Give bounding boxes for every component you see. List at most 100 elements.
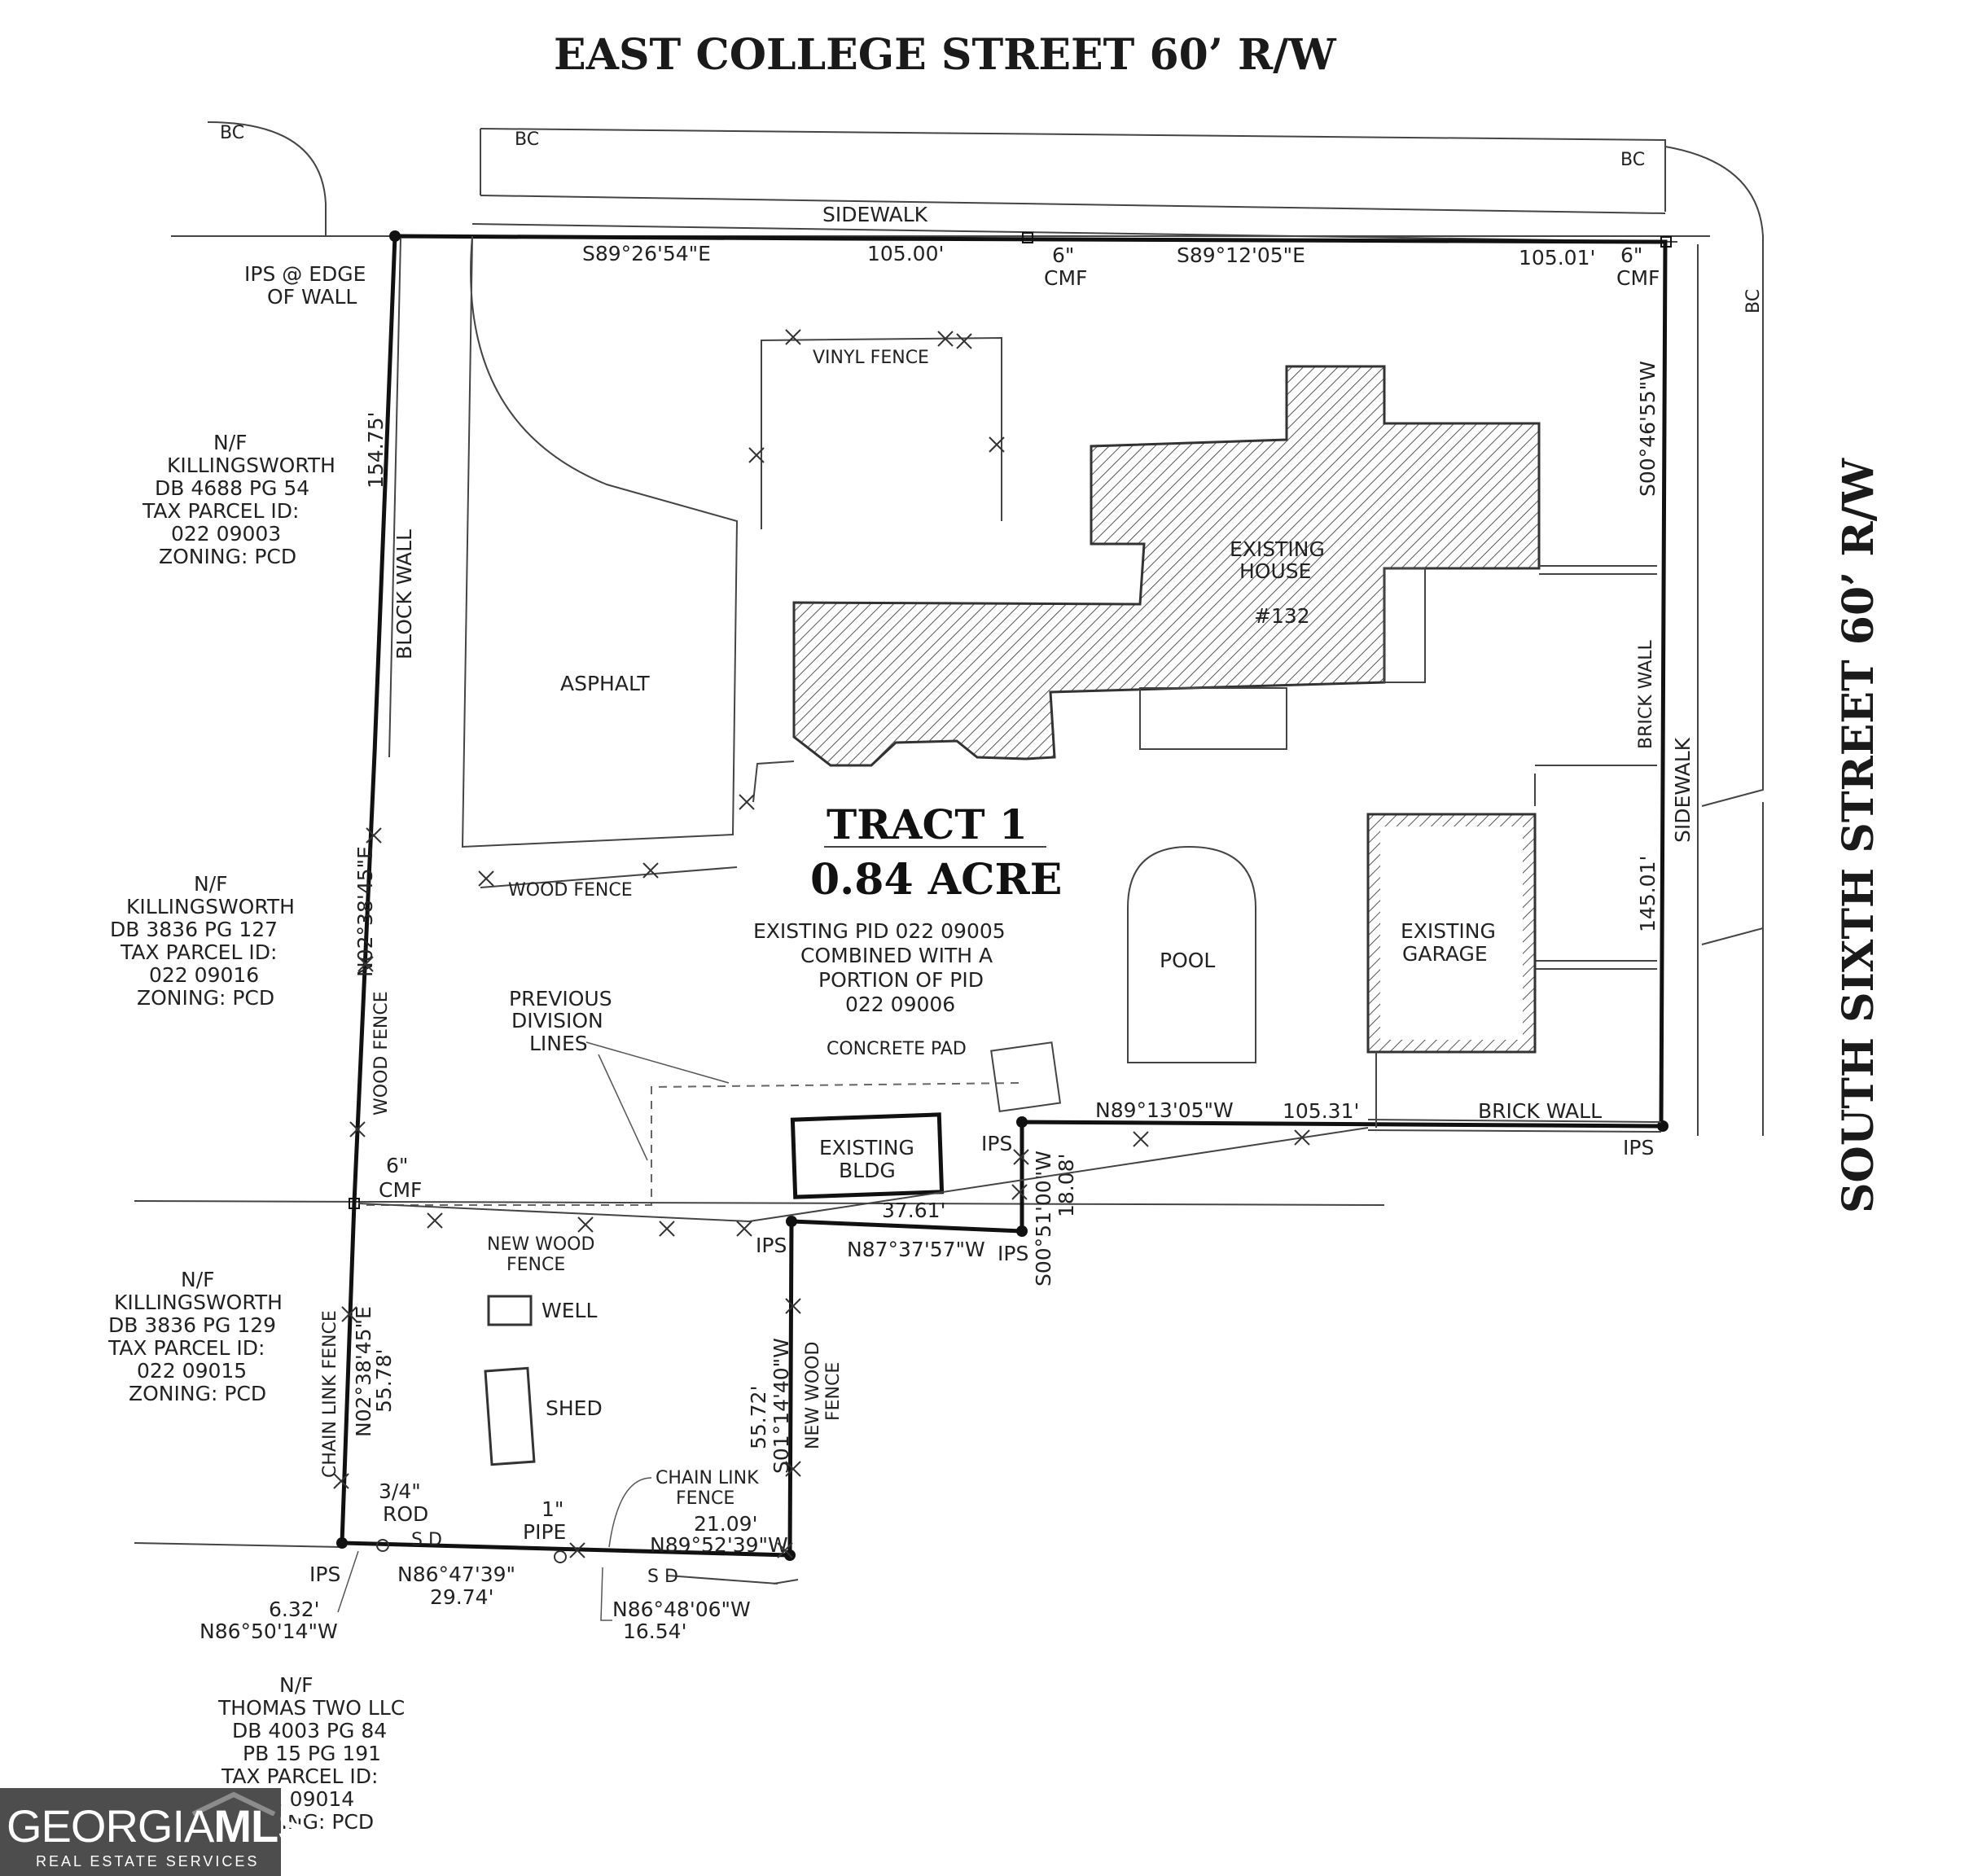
cmf-west-b: CMF [379, 1178, 422, 1202]
previous-label-2: DIVISION [511, 1009, 603, 1032]
rod-label-1: 3/4" [379, 1479, 421, 1503]
new-wood-fence-label-1: NEW WOOD [487, 1234, 594, 1255]
new-wood-fence-label-2: FENCE [506, 1255, 565, 1275]
street-curbs [134, 121, 1764, 1585]
neighbor-3-line-5: 022 09015 [137, 1359, 247, 1383]
bearing-bottom-b: N86°48'06"W [612, 1598, 751, 1621]
brick-wall-south [1367, 1119, 1662, 1133]
pool [1127, 845, 1256, 1063]
bearing-bottom-d: N86°50'14"W [200, 1620, 338, 1643]
neighbor-3-line-3: DB 3836 PG 129 [108, 1313, 276, 1337]
distance-step-h: 37.61' [882, 1199, 945, 1222]
asphalt-outline [461, 235, 739, 848]
bottom-d-leader [337, 1550, 359, 1613]
chain-link-label-2: FENCE [676, 1488, 734, 1509]
bc-label-nw: BC [220, 123, 244, 143]
wood-fence-west: WOOD FENCE [371, 991, 392, 1116]
new-wood-fence-v-1: NEW WOOD [803, 1342, 823, 1449]
neighbor-3-line-1: N/F [181, 1268, 215, 1291]
garage-label-2: GARAGE [1402, 942, 1488, 966]
bearing-north-1: S89°26'54"E [582, 242, 711, 265]
tract-desc-3: PORTION OF PID [818, 968, 984, 992]
georgia-mls-logo: GEORGIAMLS REAL ESTATE SERVICES [0, 1788, 309, 1876]
bearing-step-v: S00°51'00"W [1032, 1151, 1055, 1286]
block-wall-label: BLOCK WALL [392, 529, 416, 660]
tract-desc-1: EXISTING PID 022 09005 [753, 919, 1006, 943]
neighbor-2-line-4: TAX PARCEL ID: [120, 940, 277, 964]
neighbor-4-line-5: TAX PARCEL ID: [221, 1764, 378, 1788]
chain-link-west: CHAIN LINK FENCE [320, 1310, 340, 1478]
house-walk [752, 760, 795, 803]
sd-label-1: S D [411, 1530, 442, 1550]
neighbor-parcel-2: N/F KILLINGSWORTH DB 3836 PG 127 TAX PAR… [110, 872, 295, 1010]
east-street-title: SOUTH SIXTH STREET 60’ R/W [1834, 457, 1883, 1213]
block-wall [388, 237, 401, 758]
distance-step-v: 18.08' [1055, 1154, 1078, 1217]
wood-fence-label: WOOD FENCE [508, 880, 633, 901]
pipe-label-1: 1" [542, 1497, 563, 1521]
vinyl-fence [761, 336, 1002, 529]
neighbor-3-line-4: TAX PARCEL ID: [107, 1336, 265, 1360]
existing-building [790, 1112, 945, 1199]
sidewalk-label-north: SIDEWALK [822, 203, 928, 226]
new-wood-fence-south [357, 1127, 1369, 1223]
brick-wall-label-east: BRICK WALL [1636, 639, 1656, 749]
house-label-3: #132 [1254, 604, 1310, 628]
asphalt-label: ASPHALT [560, 672, 650, 695]
tract-area: 0.84 ACRE [810, 855, 1062, 905]
neighbor-1-line-4: TAX PARCEL ID: [142, 499, 299, 523]
bc-label-n2: BC [1620, 150, 1645, 170]
ips-step-1: IPS [981, 1132, 1012, 1155]
neighbor-parcel-1: N/F KILLINGSWORTH DB 4688 PG 54 TAX PARC… [142, 431, 335, 568]
tract-desc-4: 022 09006 [845, 993, 955, 1016]
neighbor-4-line-3: DB 4003 PG 84 [232, 1719, 387, 1742]
bearing-west-lower: N02°38'45"E [352, 1306, 375, 1437]
distance-south-mid: 105.31' [1283, 1099, 1359, 1123]
neighbor-parcel-4: N/F THOMAS TWO LLC DB 4003 PG 84 PB 15 P… [217, 1673, 405, 1834]
neighbor-2-line-2: KILLINGSWORTH [126, 895, 295, 918]
neighbor-2-line-3: DB 3836 PG 127 [110, 918, 278, 941]
neighbor-3-line-6: ZONING: PCD [129, 1382, 266, 1405]
ips-edge-b: OF WALL [267, 285, 357, 309]
logo-brand-b: MLS [213, 1800, 308, 1852]
ips-edge-a: IPS @ EDGE [244, 262, 366, 286]
distance-bottom-d: 6.32' [269, 1598, 320, 1621]
sidewalk-label-east: SIDEWALK [1671, 737, 1695, 843]
well [487, 1295, 533, 1326]
distance-west-upper: 154.75' [364, 412, 388, 489]
pool-label: POOL [1160, 949, 1215, 972]
neighbor-1-line-2: KILLINGSWORTH [167, 454, 335, 477]
neighbor-1-line-1: N/F [213, 431, 248, 454]
previous-label-3: LINES [529, 1032, 588, 1055]
new-wood-fence-v-2: FENCE [823, 1362, 844, 1421]
cmf-label-ne-b: CMF [1616, 266, 1660, 290]
distance-bottom-a: 21.09' [694, 1512, 757, 1536]
neighbor-1-line-3: DB 4688 PG 54 [155, 476, 309, 500]
bc-label-e: BC [1743, 289, 1764, 313]
well-label: WELL [542, 1299, 597, 1322]
bearing-east: S00°46'55"W [1636, 361, 1660, 497]
existing-house [792, 365, 1541, 767]
previous-leader [585, 1041, 730, 1161]
north-street-title: EAST COLLEGE STREET 60’ R/W [554, 30, 1337, 80]
bearing-bottom-a: N89°52'39"W [650, 1533, 788, 1557]
distance-north-1: 105.00' [867, 242, 944, 265]
distance-bottom-b: 16.54' [623, 1620, 686, 1643]
bldg-label-2: BLDG [839, 1159, 896, 1182]
ips-sw: IPS [309, 1563, 340, 1586]
distance-east: 145.01' [1636, 856, 1660, 932]
cmf-label-mid-b: CMF [1044, 266, 1087, 290]
chain-link-leader [608, 1477, 652, 1548]
shed-label: SHED [546, 1396, 603, 1420]
neighbor-4-line-1: N/F [279, 1673, 314, 1697]
sd-label-2: S D [647, 1567, 678, 1587]
pipe-label-2: PIPE [523, 1520, 566, 1544]
chain-link-label-1: CHAIN LINK [656, 1468, 759, 1488]
house-label-2: HOUSE [1239, 559, 1311, 583]
brick-wall-east-upper [1539, 565, 1657, 575]
neighbor-1-line-6: ZONING: PCD [159, 545, 296, 568]
cmf-west-a: 6" [386, 1154, 408, 1177]
bearing-south-mid: N89°13'05"W [1095, 1098, 1234, 1122]
distance-west-lower: 55.78' [372, 1349, 396, 1413]
